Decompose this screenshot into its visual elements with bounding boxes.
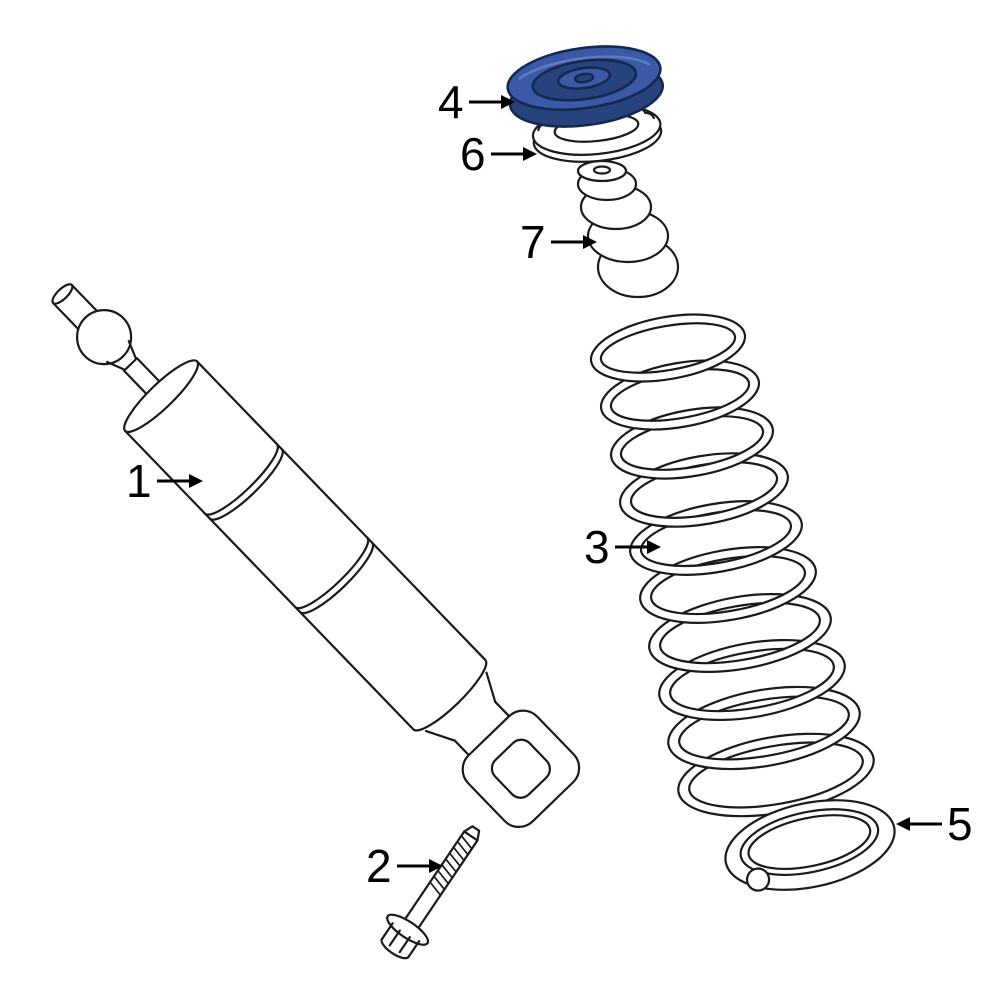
- callout-lower-spring-insulator: 5: [896, 801, 973, 847]
- callout-coil-spring: 3: [584, 524, 661, 570]
- shock-absorber: [51, 283, 581, 829]
- mounting-bolt: [380, 825, 481, 960]
- lower-spring-insulator: [724, 799, 896, 892]
- insulator-hole: [745, 867, 771, 892]
- coil-spring: [589, 313, 875, 818]
- callout-shock-absorber: 1: [126, 458, 203, 504]
- arrow-right-icon: [614, 540, 661, 554]
- callout-number: 2: [366, 840, 392, 892]
- upper-spring-seat: [506, 45, 665, 128]
- callout-upper-spring-insulator: 6: [460, 131, 537, 177]
- arrow-left-icon: [896, 817, 942, 831]
- callout-number: 1: [126, 455, 152, 507]
- arrow-right-icon: [468, 95, 515, 109]
- arrow-right-icon: [490, 147, 537, 161]
- arrow-right-icon: [550, 235, 597, 249]
- arrow-right-icon: [156, 474, 203, 488]
- arrow-right-icon: [396, 859, 443, 873]
- callout-number: 6: [460, 128, 486, 180]
- callout-number: 7: [520, 216, 546, 268]
- callout-upper-spring-seat: 4: [438, 79, 515, 125]
- bolt-flange: [386, 913, 430, 946]
- callout-number: 5: [947, 798, 973, 850]
- callout-mounting-bolt: 2: [366, 843, 443, 889]
- bump-stop: [576, 159, 680, 299]
- callout-number: 4: [438, 76, 464, 128]
- callout-bump-stop: 7: [520, 219, 597, 265]
- callout-number: 3: [584, 521, 610, 573]
